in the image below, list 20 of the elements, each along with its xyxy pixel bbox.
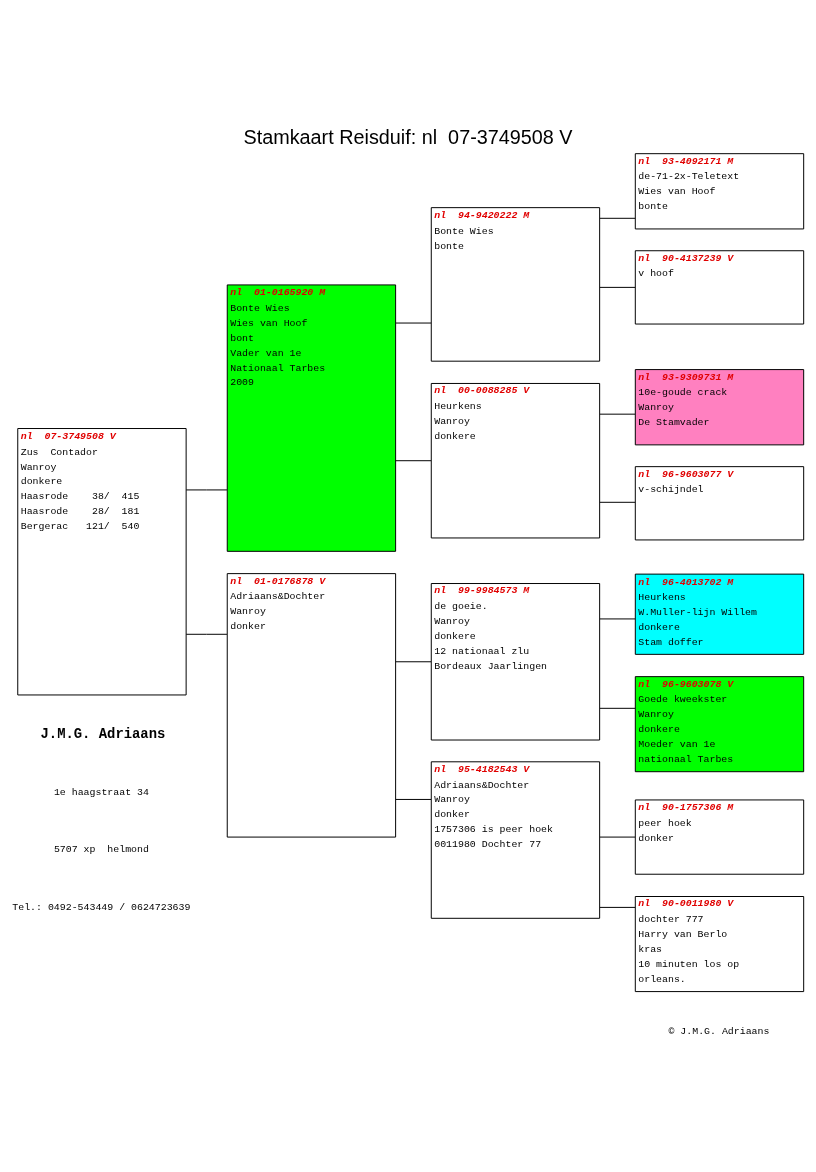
label: J.M.G. Adriaans — [40, 725, 166, 742]
connector — [185, 633, 228, 635]
connector — [599, 906, 636, 908]
connector — [599, 286, 636, 288]
label: 5707 xp helmond — [53, 843, 149, 855]
connector — [185, 488, 228, 490]
connector — [395, 459, 432, 461]
connector — [599, 413, 636, 415]
label: Tel.: 0492-543449 / 0624723639 — [12, 901, 191, 913]
diagram-title: Stamkaart Reisduif: nl 07-3749508 V — [243, 125, 573, 148]
connector — [395, 322, 432, 324]
connector — [599, 836, 636, 838]
connector — [599, 501, 636, 503]
label: © J.M.G. Adriaans — [668, 1025, 770, 1037]
connector — [599, 617, 636, 619]
connector — [599, 217, 636, 219]
connector — [395, 660, 432, 662]
connector — [395, 798, 432, 800]
label: 1e haagstraat 34 — [53, 786, 149, 798]
connector — [599, 707, 636, 709]
